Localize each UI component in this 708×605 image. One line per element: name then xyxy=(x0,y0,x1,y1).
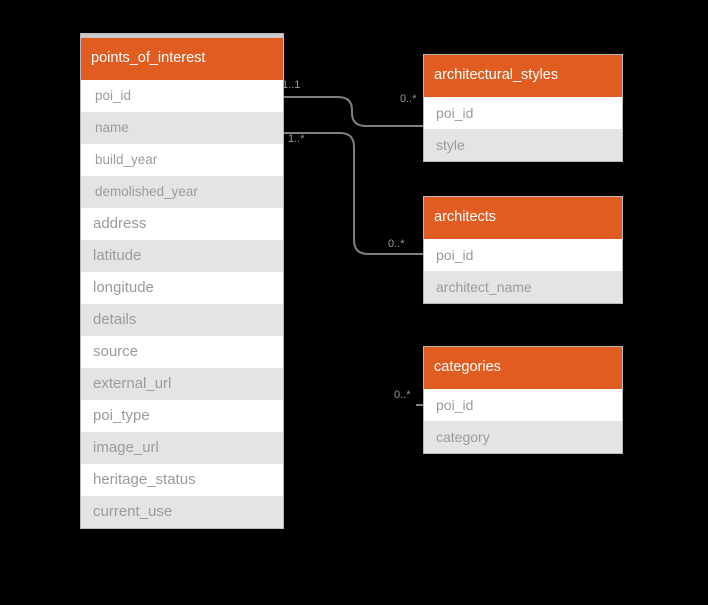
entity-points-of-interest[interactable]: points_of_interest poi_id name build_yea… xyxy=(80,33,284,529)
entity-title-architects: architects xyxy=(424,197,622,239)
attribute-list: poi_id architect_name xyxy=(424,238,622,303)
attribute-row[interactable]: build_year xyxy=(81,143,283,176)
cardinality-label-poi-categories-target: 0..* xyxy=(394,389,411,401)
attribute-row[interactable]: poi_id xyxy=(424,96,622,129)
attribute-row[interactable]: latitude xyxy=(81,239,283,272)
entity-title-points-of-interest: points_of_interest xyxy=(81,38,283,80)
attribute-row[interactable]: poi_type xyxy=(81,399,283,432)
attribute-row[interactable]: source xyxy=(81,335,283,368)
entity-architects[interactable]: architects poi_id architect_name xyxy=(423,196,623,304)
attribute-row[interactable]: demolished_year xyxy=(81,175,283,208)
connector-poi-architects xyxy=(283,132,424,255)
entity-topbar xyxy=(81,34,283,38)
attribute-list: poi_id category xyxy=(424,388,622,453)
attribute-row[interactable]: address xyxy=(81,207,283,240)
attribute-row[interactable]: architect_name xyxy=(424,270,622,303)
cardinality-label-poi-styles-target: 0..* xyxy=(400,93,417,105)
attribute-row[interactable]: style xyxy=(424,128,622,161)
attribute-row[interactable]: current_use xyxy=(81,495,283,528)
cardinality-label-poi-architects-source: 1..* xyxy=(288,133,305,145)
attribute-list: poi_id name build_year demolished_year a… xyxy=(81,79,283,528)
attribute-row[interactable]: poi_id xyxy=(424,238,622,271)
entity-categories[interactable]: categories poi_id category xyxy=(423,346,623,454)
cardinality-label-poi-architects-target: 0..* xyxy=(388,238,405,250)
connector-poi-architectural-styles xyxy=(283,96,424,127)
attribute-row[interactable]: category xyxy=(424,420,622,453)
attribute-list: poi_id style xyxy=(424,96,622,161)
attribute-row[interactable]: details xyxy=(81,303,283,336)
attribute-row[interactable]: heritage_status xyxy=(81,463,283,496)
attribute-row[interactable]: name xyxy=(81,111,283,144)
attribute-row[interactable]: image_url xyxy=(81,431,283,464)
entity-title-categories: categories xyxy=(424,347,622,389)
attribute-row[interactable]: poi_id xyxy=(81,79,283,112)
attribute-row[interactable]: external_url xyxy=(81,367,283,400)
entity-title-architectural-styles: architectural_styles xyxy=(424,55,622,97)
attribute-row[interactable]: poi_id xyxy=(424,388,622,421)
attribute-row[interactable]: longitude xyxy=(81,271,283,304)
cardinality-label-poi-styles-source: 1..1 xyxy=(282,79,300,91)
entity-architectural-styles[interactable]: architectural_styles poi_id style xyxy=(423,54,623,162)
